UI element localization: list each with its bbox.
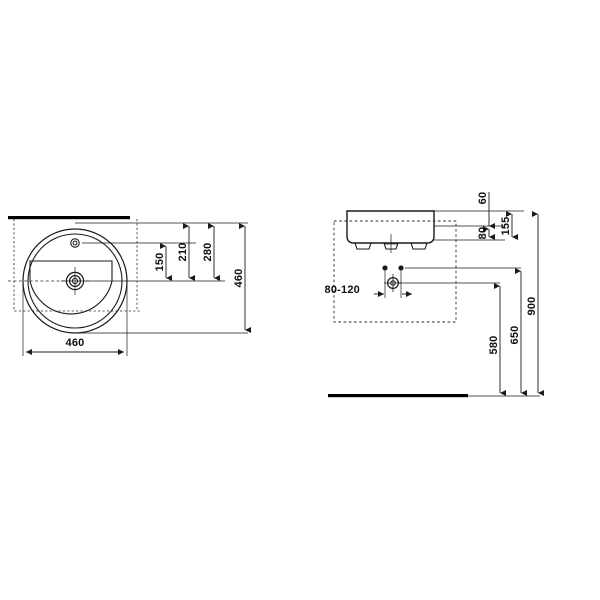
- elev-dim-900-label: 900: [526, 297, 538, 316]
- plan-dim-460-depth: 460: [233, 223, 251, 333]
- supply-connection-right: [398, 265, 404, 271]
- elev-dim-580: 580: [488, 283, 506, 396]
- elev-dim-60-label: 60: [477, 192, 489, 205]
- elev-dim-650: 650: [509, 268, 527, 396]
- plan-view: 150 210 280 460 460: [8, 216, 251, 356]
- basin-foot-left: [354, 242, 372, 250]
- plan-projection-dashed-left: [13, 219, 140, 312]
- elev-dim-650-label: 650: [509, 326, 521, 345]
- elev-dim-580-label: 580: [488, 336, 500, 355]
- elev-dim-155: 155: [500, 211, 518, 240]
- elev-dim-900: 900: [526, 211, 544, 396]
- supply-connection-left: [382, 265, 388, 271]
- basin-foot-right: [410, 242, 428, 250]
- plan-dim-280: 280: [202, 223, 220, 281]
- plan-dim-460-width-label: 460: [66, 337, 85, 349]
- elev-dim-80-120: 80-120: [325, 271, 412, 298]
- basin-center-cross: [384, 234, 398, 253]
- tap-hole-inner: [72, 240, 78, 246]
- elev-dim-80-label: 80: [477, 227, 489, 240]
- bowl-outline: [29, 260, 113, 315]
- elev-dim-80: 80: [477, 226, 495, 240]
- elev-dim-60: 60: [477, 192, 495, 229]
- plan-dim-150-label: 150: [154, 253, 166, 272]
- plan-dim-280-label: 280: [202, 243, 214, 262]
- floor-line: [328, 394, 468, 398]
- elev-dim-80-120-label: 80-120: [325, 284, 360, 296]
- elev-dim-155-label: 155: [500, 217, 512, 236]
- plan-dim-460-width: 460: [22, 281, 128, 356]
- tap-hole: [70, 238, 80, 248]
- drain-outlet: [61, 267, 89, 295]
- plan-dim-210-label: 210: [177, 243, 189, 262]
- plan-dim-150: 150: [154, 243, 172, 281]
- elevation-view: 60 80 155 580 650: [325, 192, 544, 398]
- wall-line: [8, 216, 130, 220]
- plan-dim-210: 210: [177, 223, 195, 281]
- plan-dim-460-depth-label: 460: [233, 269, 245, 288]
